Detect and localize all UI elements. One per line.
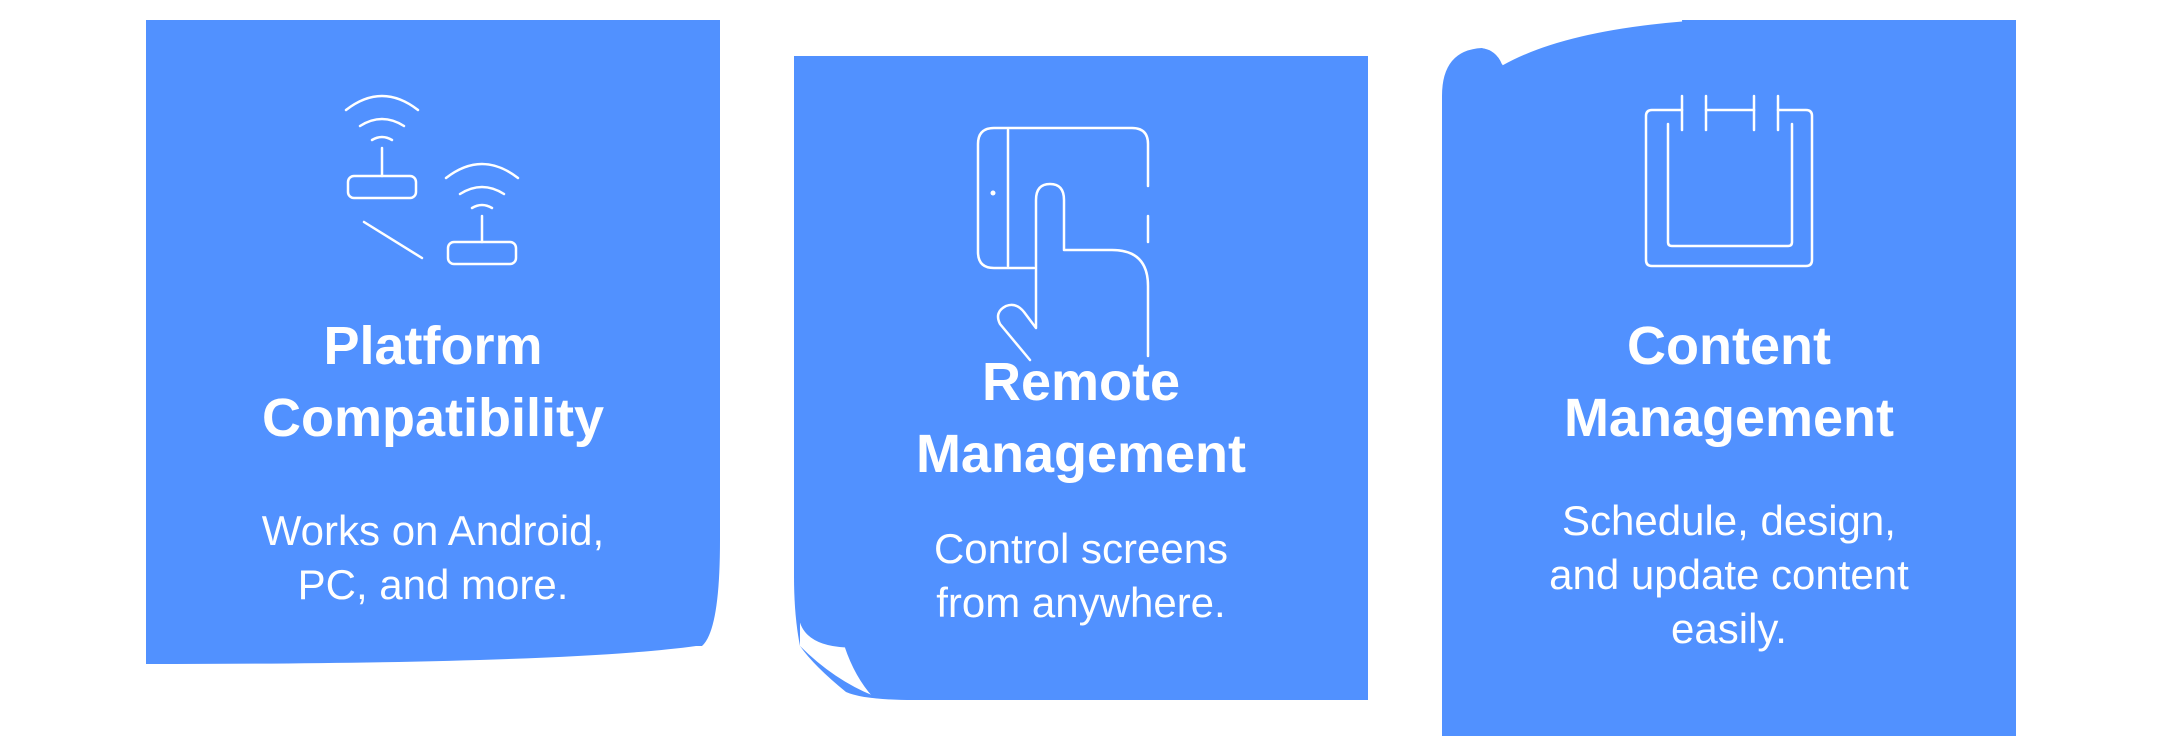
- description-line: and update content: [1549, 551, 1909, 598]
- card-remote-management: Remote Management Control screens from a…: [794, 56, 1368, 700]
- card-title: Remote Management: [794, 346, 1368, 490]
- card-description: Control screens from anywhere.: [794, 522, 1368, 630]
- description-line: Schedule, design,: [1562, 497, 1896, 544]
- description-line: from anywhere.: [936, 579, 1226, 626]
- title-line: Content: [1627, 316, 1831, 376]
- title-line: Platform: [323, 316, 543, 376]
- card-title: Content Management: [1442, 310, 2016, 454]
- title-line: Management: [1563, 388, 1895, 448]
- card-background: [146, 20, 720, 664]
- card-background: [794, 56, 1368, 700]
- description-line: Works on Android,: [261, 507, 605, 554]
- title-line: Compatibility: [261, 388, 604, 448]
- description-line: Control screens: [933, 525, 1229, 572]
- title-line: Remote: [981, 352, 1181, 412]
- card-platform-compatibility: Platform Compatibility Works on Android,…: [146, 20, 720, 664]
- card-description: Schedule, design, and update content eas…: [1442, 494, 2016, 656]
- card-title: Platform Compatibility: [146, 310, 720, 454]
- description-line: easily.: [1671, 605, 1787, 652]
- card-content-management: Content Management Schedule, design, and…: [1442, 20, 2016, 736]
- title-line: Management: [915, 424, 1247, 484]
- description-line: PC, and more.: [297, 561, 569, 608]
- card-description: Works on Android, PC, and more.: [146, 504, 720, 612]
- card-background: [1442, 20, 2016, 736]
